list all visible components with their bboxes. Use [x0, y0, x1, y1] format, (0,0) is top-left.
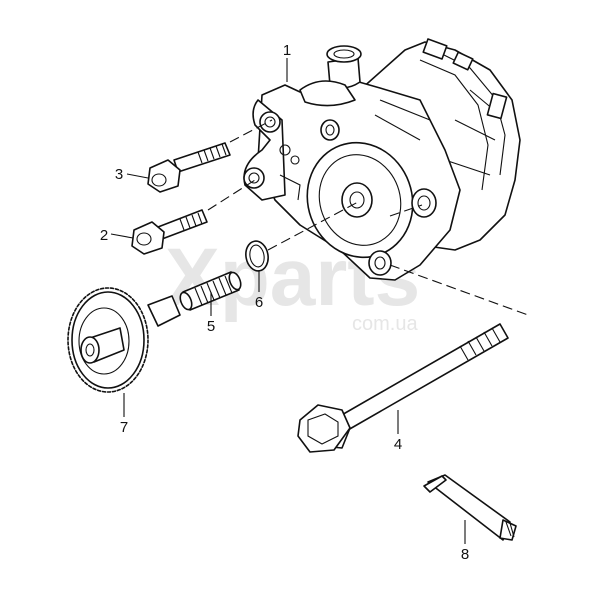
pump-housing-part-1[interactable] [243, 38, 521, 281]
bolt-part-2[interactable] [131, 209, 208, 255]
splined-shaft-part-5[interactable] [178, 271, 243, 311]
bolt-part-3[interactable] [147, 142, 231, 193]
gear-part-7[interactable] [67, 287, 181, 393]
o-ring-part-6[interactable] [244, 239, 271, 272]
callout-8: 8 [461, 546, 469, 563]
watermark-domain: com.ua [352, 313, 418, 335]
callout-6: 6 [255, 294, 263, 311]
callout-4: 4 [394, 436, 402, 453]
callout-1: 1 [283, 42, 291, 59]
long-bolt-part-4[interactable] [297, 323, 509, 453]
callout-5: 5 [207, 318, 215, 335]
leader-lines [110, 58, 466, 544]
callout-3: 3 [115, 166, 123, 183]
assembly-lines [207, 119, 529, 316]
callout-7: 7 [120, 419, 128, 436]
sealant-tube-part-8[interactable] [423, 474, 517, 541]
callout-2: 2 [100, 227, 108, 244]
callout-labels: 1 2 3 4 5 6 7 8 [100, 42, 469, 563]
